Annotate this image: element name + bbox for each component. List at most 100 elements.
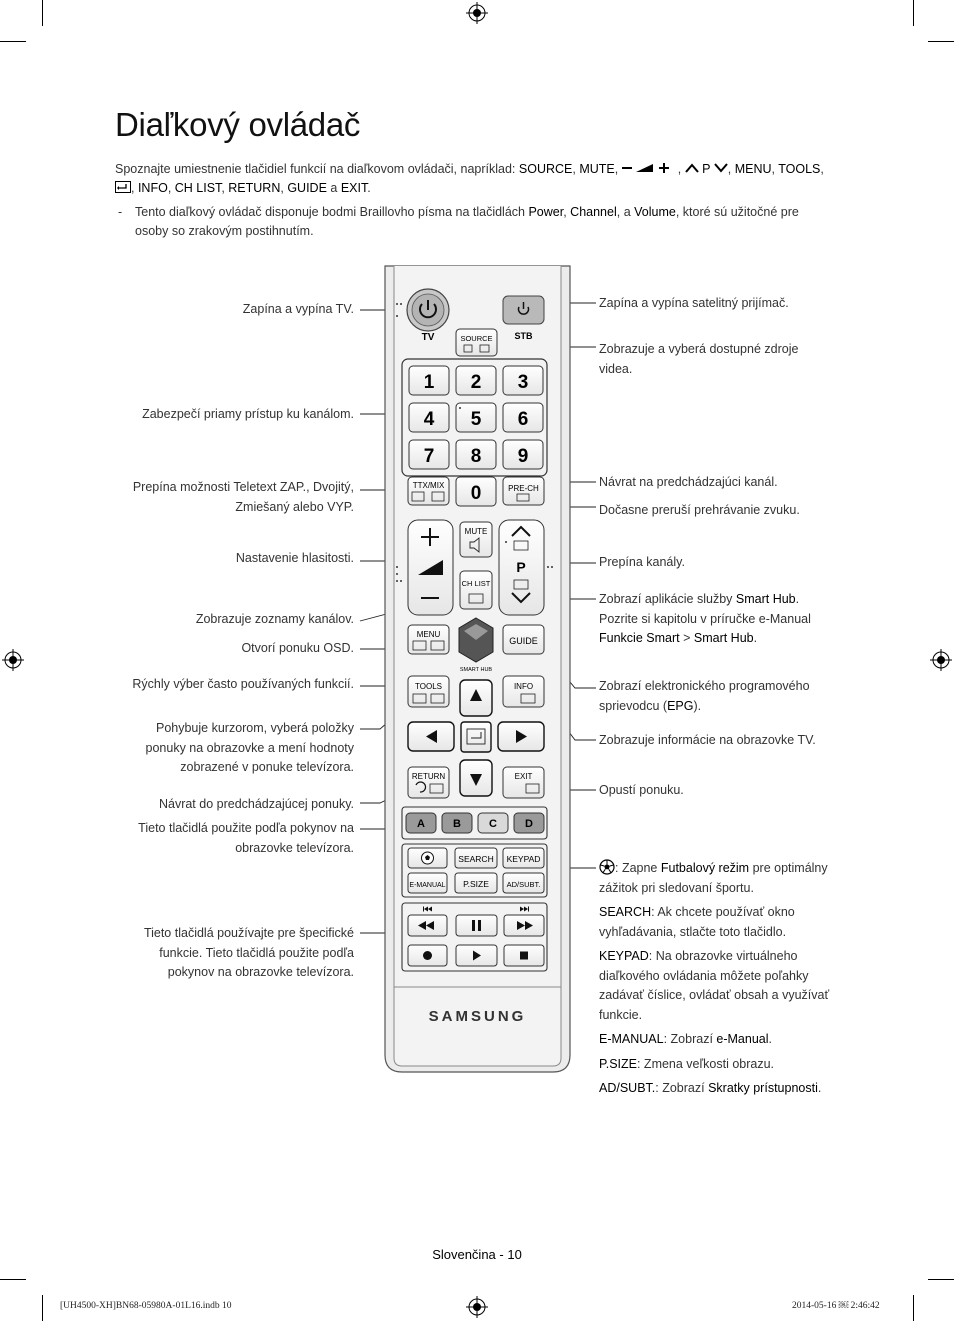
football-text: : Zapne: [615, 861, 658, 875]
label-ttx-mix-line: Zmiešaný alebo VYP.: [235, 499, 354, 514]
label-navigation: Pohybuje kurzorom, vyberá položky ponuky…: [146, 719, 354, 778]
digit-7-button: [408, 439, 450, 470]
label-playback-line: funkcie. Tieto tlačidlá použite podľa: [159, 945, 354, 960]
intro-key-chlist: CH LIST: [174, 181, 222, 195]
intro-key-menu: MENU: [734, 162, 772, 176]
digit-0-button: [455, 476, 497, 507]
enter-button: [460, 721, 492, 753]
color-button-d: [513, 812, 545, 834]
color-button-label: D: [525, 818, 533, 830]
label-exit: Opustí ponuku.: [599, 783, 684, 797]
intro-key-source: SOURCE: [518, 162, 573, 176]
smart-hub-key: Funkcie Smart: [599, 631, 680, 645]
smart-hub-text: Pozrite si kapitolu v príručke e-Manual: [599, 611, 811, 626]
keypad-label: KEYPAD: [507, 854, 541, 864]
braille-note: Tento diaľkový ovládač disponuje bodmi B…: [135, 203, 850, 241]
label-source-line: Zobrazuje a vyberá dostupné zdroje: [599, 342, 799, 356]
volume-icon: [621, 163, 669, 173]
note-text: osoby so zrakovým postihnutím.: [135, 224, 314, 238]
label-navigation-line: zobrazené v ponuke televízora.: [180, 760, 354, 774]
digit-label: 0: [471, 483, 482, 504]
guide-text: sprievodcu (: [599, 698, 668, 713]
source-label: SOURCE: [460, 334, 492, 343]
digit-1-button: [408, 365, 450, 396]
pre-ch-button: [502, 476, 545, 506]
label-playback-buttons: Tieto tlačidlá používajte pre špecifické…: [144, 924, 354, 983]
label-info: Zobrazuje informácie na obrazovke TV.: [599, 733, 816, 747]
digit-5-button: [455, 402, 497, 433]
label-tools: Rýchly výber často používaných funkcií.: [132, 677, 354, 691]
digit-label: 2: [471, 372, 482, 393]
label-volume: Nastavenie hlasitosti.: [235, 551, 354, 565]
intro-key-exit: EXIT: [340, 181, 368, 195]
color-button-b: [441, 812, 473, 834]
channel-rocker: [498, 519, 545, 616]
crop-mark: [928, 1279, 954, 1280]
digit-label: 9: [518, 446, 529, 467]
function-buttons-frame: [401, 843, 548, 898]
intro-key-mute: MUTE: [579, 162, 615, 176]
guide-text: ).: [693, 698, 702, 713]
power-icon: [517, 306, 530, 315]
registration-mark-icon: [930, 649, 952, 671]
label-navigation-line: Pohybuje kurzorom, vyberá položky: [155, 721, 354, 735]
note-conjunction: a: [623, 205, 631, 219]
color-button-c: [477, 812, 509, 834]
crop-mark: [913, 0, 914, 26]
e-manual-button: [407, 872, 448, 894]
crop-mark: [42, 1295, 43, 1321]
label-playback-line: Tieto tlačidlá používajte pre špecifické: [143, 926, 354, 940]
exit-button: [502, 766, 545, 799]
crop-mark: [0, 1279, 26, 1280]
label-number-keys: Zabezpečí priamy prístup ku kanálom.: [142, 407, 354, 421]
color-button-label: A: [417, 818, 425, 830]
label-guide: Zobrazí elektronického programového spri…: [599, 677, 810, 716]
note-key-channel: Channel: [570, 205, 617, 219]
pause-button: [455, 914, 498, 937]
label-ttx-mix-line: Prepína možnosti Teletext ZAP., Dvojitý,: [132, 480, 354, 494]
note-key-power: Power: [528, 205, 564, 219]
intro-key-tools: TOOLS: [778, 162, 821, 176]
search-button: [454, 847, 498, 869]
mute-button: [459, 521, 493, 558]
label-navigation-line: ponuky na obrazovke a mení hodnoty: [145, 740, 354, 755]
channel-down-icon: [713, 163, 728, 173]
label-source-line: videa.: [599, 361, 633, 376]
crop-mark: [42, 0, 43, 26]
enter-icon: [115, 181, 131, 193]
digit-label: 3: [518, 372, 529, 393]
note-dash: -: [118, 205, 123, 219]
keypad-text: diaľkového ovládania môžete poľahky: [599, 968, 809, 983]
football-text: zážitok pri sledovaní športu.: [599, 880, 754, 895]
ttx-mix-button: [407, 476, 450, 506]
keypad-text: : Na obrazovke virtuálneho: [648, 949, 798, 963]
footer-date: 2014-05-16 ￼ 2:46:42: [792, 1301, 880, 1311]
label-ttx-mix: Prepína možnosti Teletext ZAP., Dvojitý,…: [133, 478, 354, 517]
ttx-label: TTX/MIX: [413, 481, 445, 490]
mute-label: MUTE: [465, 527, 488, 536]
intro-text: Spoznajte umiestnenie tlačidiel funkcií …: [115, 162, 516, 176]
power-icon: [419, 303, 437, 319]
keypad-text: funkcie.: [599, 1007, 643, 1022]
guide-label: GUIDE: [509, 636, 538, 646]
p-label: P: [516, 559, 525, 575]
guide-key: EPG: [667, 698, 694, 713]
footer-file: [UH4500-XH]BN68-05980A-01L16.indb 10: [60, 1301, 232, 1311]
digit-8-button: [455, 439, 497, 470]
menu-label: MENU: [417, 630, 441, 639]
digit-6-button: [502, 402, 544, 433]
label-stb: Zapína a vypína satelitný prijímač.: [599, 296, 789, 310]
intro-conjunction: a: [330, 181, 338, 195]
label-menu: Otvorí ponuku OSD.: [241, 641, 354, 655]
football-key: Futbalový režim: [660, 861, 750, 875]
info-button: [502, 675, 545, 708]
label-mute: Dočasne preruší prehrávanie zvuku.: [599, 503, 800, 517]
color-button-a: [405, 812, 437, 834]
smart-hub-key: Smart Hub: [735, 592, 796, 606]
prech-label: PRE-CH: [508, 484, 539, 493]
smarthub-label: SMART HUB: [460, 667, 493, 673]
ad-subt-button: [502, 872, 545, 894]
chlist-label: CH LIST: [462, 579, 491, 588]
color-button-label: C: [489, 818, 497, 830]
